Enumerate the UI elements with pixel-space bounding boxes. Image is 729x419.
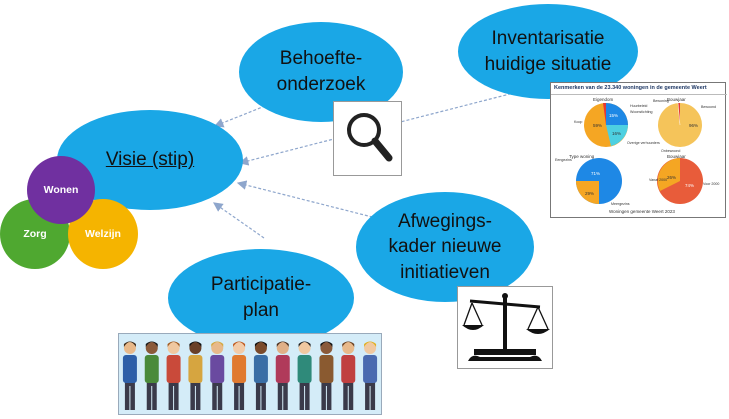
welzijn-label: Welzijn [85,228,121,240]
behoefteonderzoek-label: Behoefte- onderzoek [276,48,366,95]
svg-text:71%: 71% [591,171,600,176]
wonen-circle: Wonen [27,156,95,224]
chart-subtitle-1: Eigendom [593,97,614,102]
chart-subtitle-4: Bouwjaar [667,154,686,159]
zorg-label: Zorg [23,228,47,240]
svg-text:96%: 96% [689,123,698,128]
person-figure [319,341,334,410]
inventarisatie-label: Inventarisatie huidige situatie [484,27,612,75]
people-illustration [122,341,378,410]
participatieplan-label: Participatie- plan [210,274,312,321]
person-figure [144,341,159,410]
inventory-chart-title: Kenmerken van de 23.340 woningen in de g… [554,85,707,91]
person-figure [253,341,268,410]
pie-bewoning: 96% [658,102,702,147]
scales-image [457,286,553,369]
label-p2-bewoond: Bewoond [701,105,716,109]
person-figure [122,341,137,410]
label-p1-overig: Overige verhuurders [627,141,660,145]
magnifier-image [333,101,402,176]
svg-text:26%: 26% [667,175,676,180]
chart-subtitle-2: Bouwjaar [667,97,686,102]
person-figure [188,341,203,410]
people-image [118,333,382,415]
label-p1-koop: Koop [574,120,582,124]
scales-icon [462,293,550,361]
inventory-chart-image: Kenmerken van de 23.340 woningen in de g… [550,82,727,218]
svg-text:59%: 59% [593,123,602,128]
arrow-behoefteonderzoek-to-visie [213,103,271,128]
svg-text:74%: 74% [685,183,694,188]
pie-eigendom: 59% 15% 16% [584,102,628,147]
person-figure [297,341,312,410]
label-p3-eengezins: Eengezins [555,158,572,162]
person-figure [363,341,378,410]
person-figure [341,341,356,410]
svg-text:16%: 16% [612,131,621,136]
pie-bouwjaar: 26% 74% [657,158,703,204]
person-figure [210,341,225,410]
inventory-chart-footer: Woningen gemeente Weert 2023 [609,209,675,214]
label-p3-meergezins: Meergezins [611,202,630,206]
wonen-label: Wonen [43,184,79,196]
label-p1-woon: Woonstichting [630,110,653,114]
person-figure [275,341,290,410]
label-p4-vanaf: Vanaf 2000 [649,178,667,182]
arrow-afwegingskader-to-visie [236,180,393,223]
label-p1-huur: Huurbeleid [630,104,647,108]
svg-text:15%: 15% [609,113,618,118]
visie-label: Visie (stip) [105,149,195,171]
chart-subtitle-3: Type woning [569,154,595,159]
label-p2-bewoning: Bewoning [653,99,669,103]
svg-text:29%: 29% [585,191,594,196]
label-p2-onbewoond: Onbewoond [661,149,680,153]
inventory-pies: 59% 15% 16% 96% 71% 29% 26% 74% Huurbele… [555,99,719,206]
arrow-participatieplan-to-visie [213,202,265,239]
person-figure [166,341,181,410]
pie-type-woning: 71% 29% [576,158,622,204]
participatieplan-ellipse: Participatie- plan [168,249,354,347]
afwegingskader-ellipse: Afwegings- kader nieuwe initiatieven [356,192,534,302]
afwegingskader-label: Afwegings- kader nieuwe initiatieven [388,210,502,283]
label-p4-voor: Voor 2000 [703,182,719,186]
magnifier-icon [347,113,393,162]
person-figure [232,341,247,410]
